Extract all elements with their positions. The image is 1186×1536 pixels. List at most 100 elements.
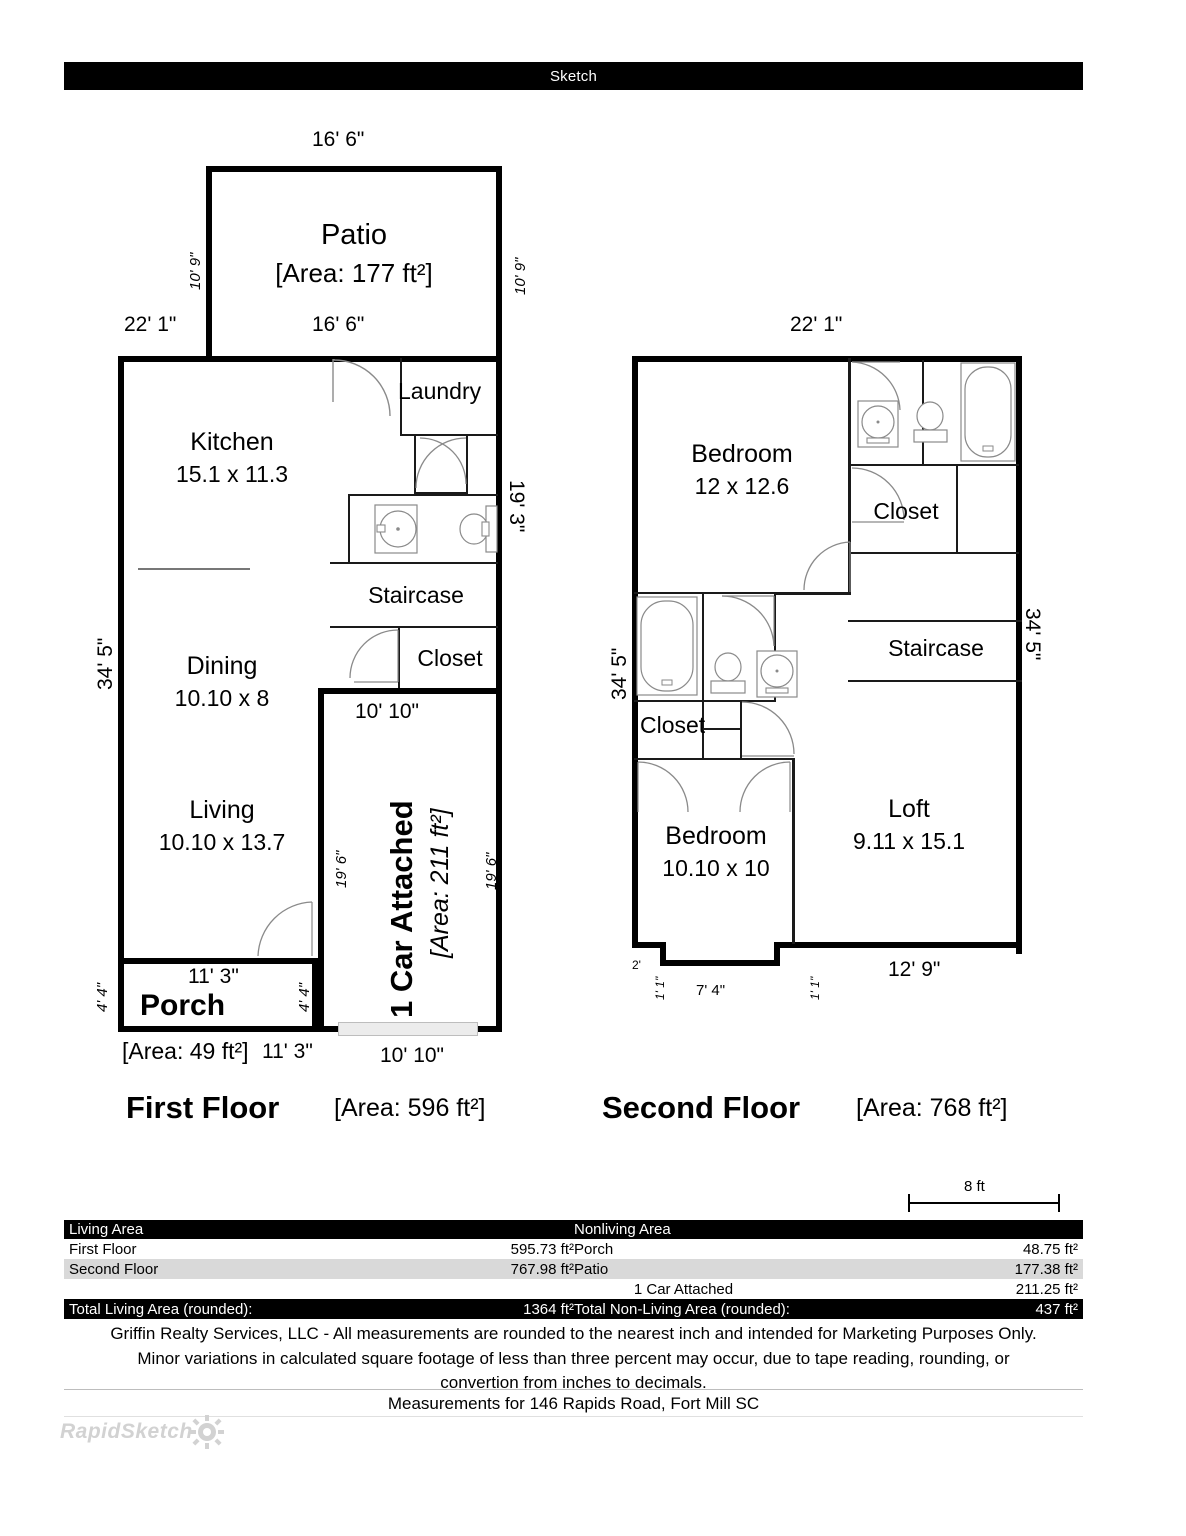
room-porch-name: Porch xyxy=(140,989,226,1022)
row-nonliving-value: 211.25 ft² xyxy=(1015,1280,1078,1298)
door-arc-bedroom1 xyxy=(803,541,851,592)
room-dining: Dining 10.10 x 8 xyxy=(124,652,320,712)
sf-notch-bottom xyxy=(660,960,780,966)
sf-wall-top xyxy=(632,356,1022,362)
laundry-wall-bottom xyxy=(400,434,498,436)
sf-dim-notch-b: 1' 1" xyxy=(653,976,667,1000)
sf-dim-top: 22' 1" xyxy=(790,313,843,336)
dim-porch-left: 4' 4" xyxy=(94,982,111,1012)
sink-icon-bath2 xyxy=(857,400,899,448)
first-floor-caption: First Floor xyxy=(126,1090,280,1125)
door-arc-closet xyxy=(349,629,399,683)
garage-wall-left xyxy=(318,688,324,1032)
porch-wall-bottom xyxy=(118,1026,322,1032)
sf-room-staircase: Staircase xyxy=(888,635,984,661)
sink-icon xyxy=(374,504,418,554)
sf-dim-notch-d: 1' 1" xyxy=(808,976,822,1000)
patio-wall-top xyxy=(206,166,502,172)
sf-bath1-top xyxy=(634,592,776,594)
sf-closet2-midline xyxy=(702,728,742,730)
table-header-living: Living Area xyxy=(69,1221,144,1238)
sf-closet2-bottom xyxy=(634,758,794,760)
door-arc-kitchen-top xyxy=(332,359,391,417)
toilet-icon-bath2 xyxy=(913,401,948,443)
garage-door xyxy=(338,1022,478,1036)
room-closet-first: Closet xyxy=(417,645,483,671)
footer-divider xyxy=(64,1389,1083,1390)
sf-dim-notch-c: 7' 4" xyxy=(696,982,726,999)
dim-patio-right: 10' 9" xyxy=(512,257,529,295)
sf-stair-bottom xyxy=(848,680,1022,682)
first-floor-plan: Patio [Area: 177 ft²] 16' 6" 16' 6" 10' … xyxy=(0,0,560,1130)
sf-closet1-right xyxy=(956,466,958,552)
dim-garage-top: 10' 10" xyxy=(355,700,420,723)
room-patio: Patio [Area: 177 ft²] xyxy=(206,218,502,289)
table-row: Second Floor 767.98 ft² Patio 177.38 ft² xyxy=(64,1259,1083,1279)
door-arc-closet1 xyxy=(851,467,905,523)
table-total-row: Total Living Area (rounded): 1364 ft² To… xyxy=(64,1299,1083,1319)
garage-wall-right xyxy=(496,688,502,1032)
porch-wall-left xyxy=(118,958,124,1032)
first-floor-area: [Area: 596 ft²] xyxy=(334,1094,486,1122)
dim-garage-bottom: 10' 10" xyxy=(380,1044,445,1067)
garage-wall-top xyxy=(318,688,502,694)
room-kitchen-name: Kitchen xyxy=(190,428,274,456)
stair-line-top xyxy=(330,562,498,564)
row-nonliving-value: 48.75 ft² xyxy=(1022,1240,1078,1258)
door-arc-hall xyxy=(415,437,467,489)
sf-room-bedroom1-name: Bedroom xyxy=(691,440,793,468)
sf-notch-step-right xyxy=(774,942,780,966)
room-patio-name: Patio xyxy=(320,219,388,251)
sf-room-closet1: Closet xyxy=(873,498,939,524)
sf-notch-step-left xyxy=(660,942,666,966)
second-floor-caption: Second Floor xyxy=(602,1090,801,1125)
closet-wall-top xyxy=(330,626,498,628)
sf-wall-right xyxy=(1016,356,1022,954)
sf-stair-top xyxy=(848,620,1022,622)
area-summary-table: Living Area Nonliving Area First Floor 5… xyxy=(64,1220,1083,1319)
sf-bath1-bottom xyxy=(634,700,776,702)
dim-garage-left: 19' 6" xyxy=(333,850,350,888)
table-row: First Floor 595.73 ft² Porch 48.75 ft² xyxy=(64,1239,1083,1259)
porch-wall-right xyxy=(312,958,318,1032)
dim-patio-top: 16' 6" xyxy=(312,128,365,151)
porch-wall-top xyxy=(118,958,318,964)
patio-wall-left xyxy=(206,166,212,356)
hall-block-left xyxy=(414,436,416,494)
sf-loft-left-wall xyxy=(792,760,795,944)
door-arc-bedroom2-right xyxy=(739,761,791,813)
sf-room-loft: Loft 9.11 x 15.1 xyxy=(796,795,1022,855)
rapidsketch-logo: RapidSketch xyxy=(60,1420,193,1443)
hall-block-right xyxy=(466,436,468,494)
room-staircase: Staircase xyxy=(368,582,464,608)
bath-wall-top xyxy=(348,494,498,496)
sf-room-bedroom2-dim: 10.10 x 10 xyxy=(662,854,770,881)
room-living: Living 10.10 x 13.7 xyxy=(124,796,320,856)
row-nonliving-name: 1 Car Attached xyxy=(633,1280,734,1298)
house-wall-left xyxy=(118,356,124,960)
row-living-name: Second Floor xyxy=(69,1260,159,1278)
sf-dim-left: 34' 5" xyxy=(608,647,631,700)
sf-room-closet2: Closet xyxy=(640,712,706,738)
row-nonliving-name: Porch xyxy=(574,1240,614,1258)
page-title-bar: Sketch xyxy=(64,62,1083,90)
door-arc-bath2 xyxy=(851,361,901,411)
house-wall-right-upper xyxy=(496,356,502,692)
sf-dim-right: 34' 5" xyxy=(1021,608,1044,661)
sf-bath1-right xyxy=(774,594,776,700)
total-living-value: 1364 ft² xyxy=(523,1300,574,1318)
door-arc-hall2 xyxy=(741,701,795,757)
sf-room-loft-dim: 9.11 x 15.1 xyxy=(852,827,966,854)
room-dining-name: Dining xyxy=(186,652,258,680)
scale-cap-right xyxy=(1058,1194,1060,1212)
sf-bath1-divider xyxy=(702,594,704,700)
gear-icon xyxy=(190,1415,224,1449)
table-header-row: Living Area Nonliving Area xyxy=(64,1220,1083,1239)
second-floor-plan: Bedroom 12 x 12.6 Closet Staircase Close… xyxy=(560,0,1120,1130)
bathtub-icon-bath2 xyxy=(960,362,1016,462)
sf-room-loft-name: Loft xyxy=(888,795,930,823)
row-living-value: 595.73 ft² xyxy=(510,1240,574,1258)
dim-porch-bottom: 11' 3" xyxy=(262,1040,313,1063)
door-arc-bath1 xyxy=(721,595,775,647)
sink-icon-bath1 xyxy=(756,650,798,698)
